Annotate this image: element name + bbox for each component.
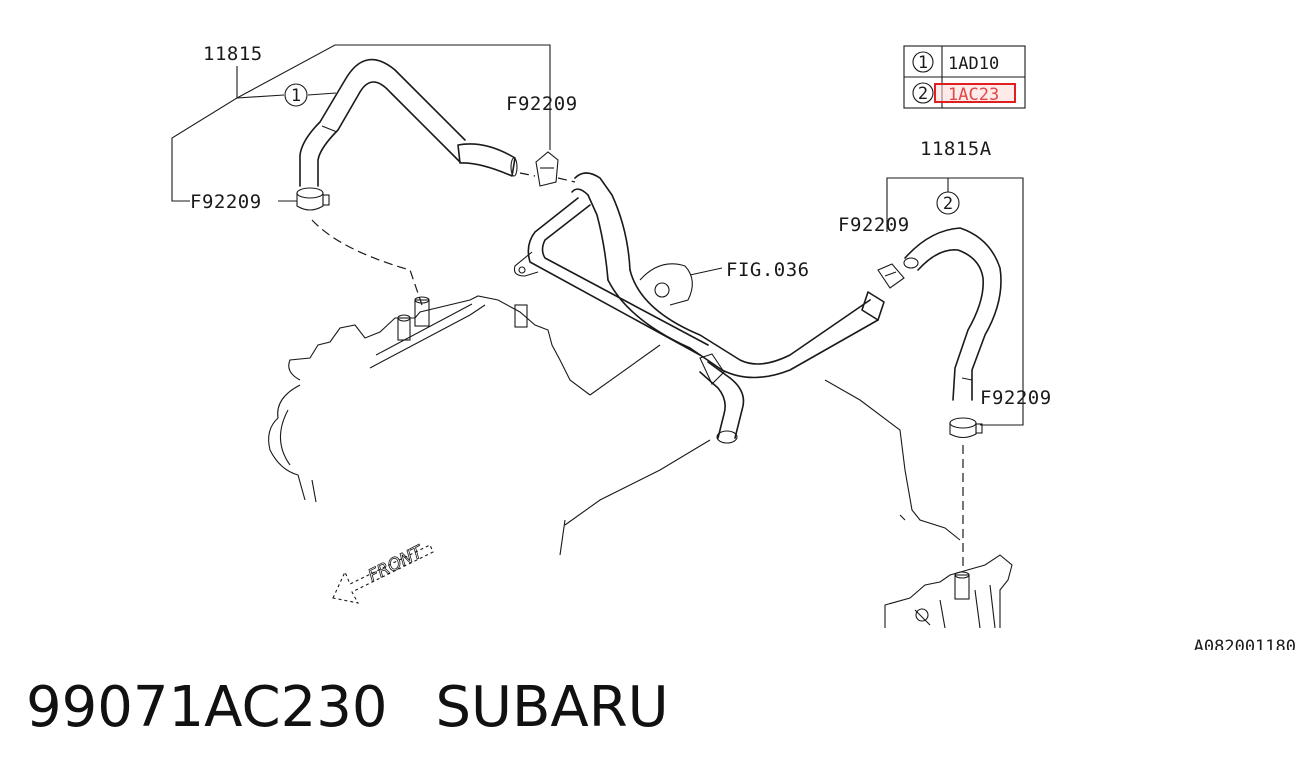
pipe-assembly: FIG.036 bbox=[513, 172, 885, 444]
engine-outline bbox=[268, 295, 961, 556]
label-front: FRONT bbox=[365, 542, 427, 587]
front-indicator: FRONT bbox=[332, 541, 434, 604]
legend-marker-2 bbox=[912, 82, 934, 104]
label-clip-mid-right: F92209 bbox=[838, 214, 910, 236]
legend-marker-2-text: 2 bbox=[918, 84, 928, 104]
legend-table: 1 1AD10 2 1AC23 bbox=[903, 45, 1026, 109]
image-code: A082001180 bbox=[1194, 637, 1296, 650]
part-number: 99071AC230 bbox=[26, 675, 388, 740]
hose-11815a: 11815A 2 F92209 F92209 bbox=[838, 138, 1052, 570]
label-11815a: 11815A bbox=[920, 138, 992, 160]
legend-marker-1-text: 1 bbox=[918, 53, 928, 73]
clamp-top bbox=[535, 151, 559, 187]
parts-diagram: 1 1AD10 2 1AC23 11815 1 F92209 bbox=[171, 43, 1296, 650]
brand-name: SUBARU bbox=[435, 675, 669, 740]
legend-code-2: 1AC23 bbox=[948, 85, 999, 105]
callout-1-text: 1 bbox=[291, 86, 301, 106]
label-clip-low-right: F92209 bbox=[980, 387, 1052, 409]
legend-code-1: 1AD10 bbox=[948, 54, 999, 74]
label-11815: 11815 bbox=[203, 43, 263, 65]
hose-11815: 11815 1 F92209 F92209 bbox=[171, 43, 578, 306]
callout-1 bbox=[284, 83, 308, 107]
legend-highlight-box bbox=[934, 83, 1016, 103]
label-clip-top: F92209 bbox=[506, 93, 578, 115]
label-clip-left: F92209 bbox=[190, 191, 262, 213]
legend-marker-1 bbox=[912, 51, 934, 73]
label-fig-036[interactable]: FIG.036 bbox=[726, 259, 810, 281]
radiator-outline bbox=[884, 554, 1013, 629]
callout-2-text: 2 bbox=[943, 194, 953, 214]
clamp-low-right bbox=[949, 417, 983, 439]
clamp-mid-right bbox=[877, 263, 905, 289]
clamp-left bbox=[296, 187, 330, 211]
callout-2 bbox=[936, 191, 960, 215]
